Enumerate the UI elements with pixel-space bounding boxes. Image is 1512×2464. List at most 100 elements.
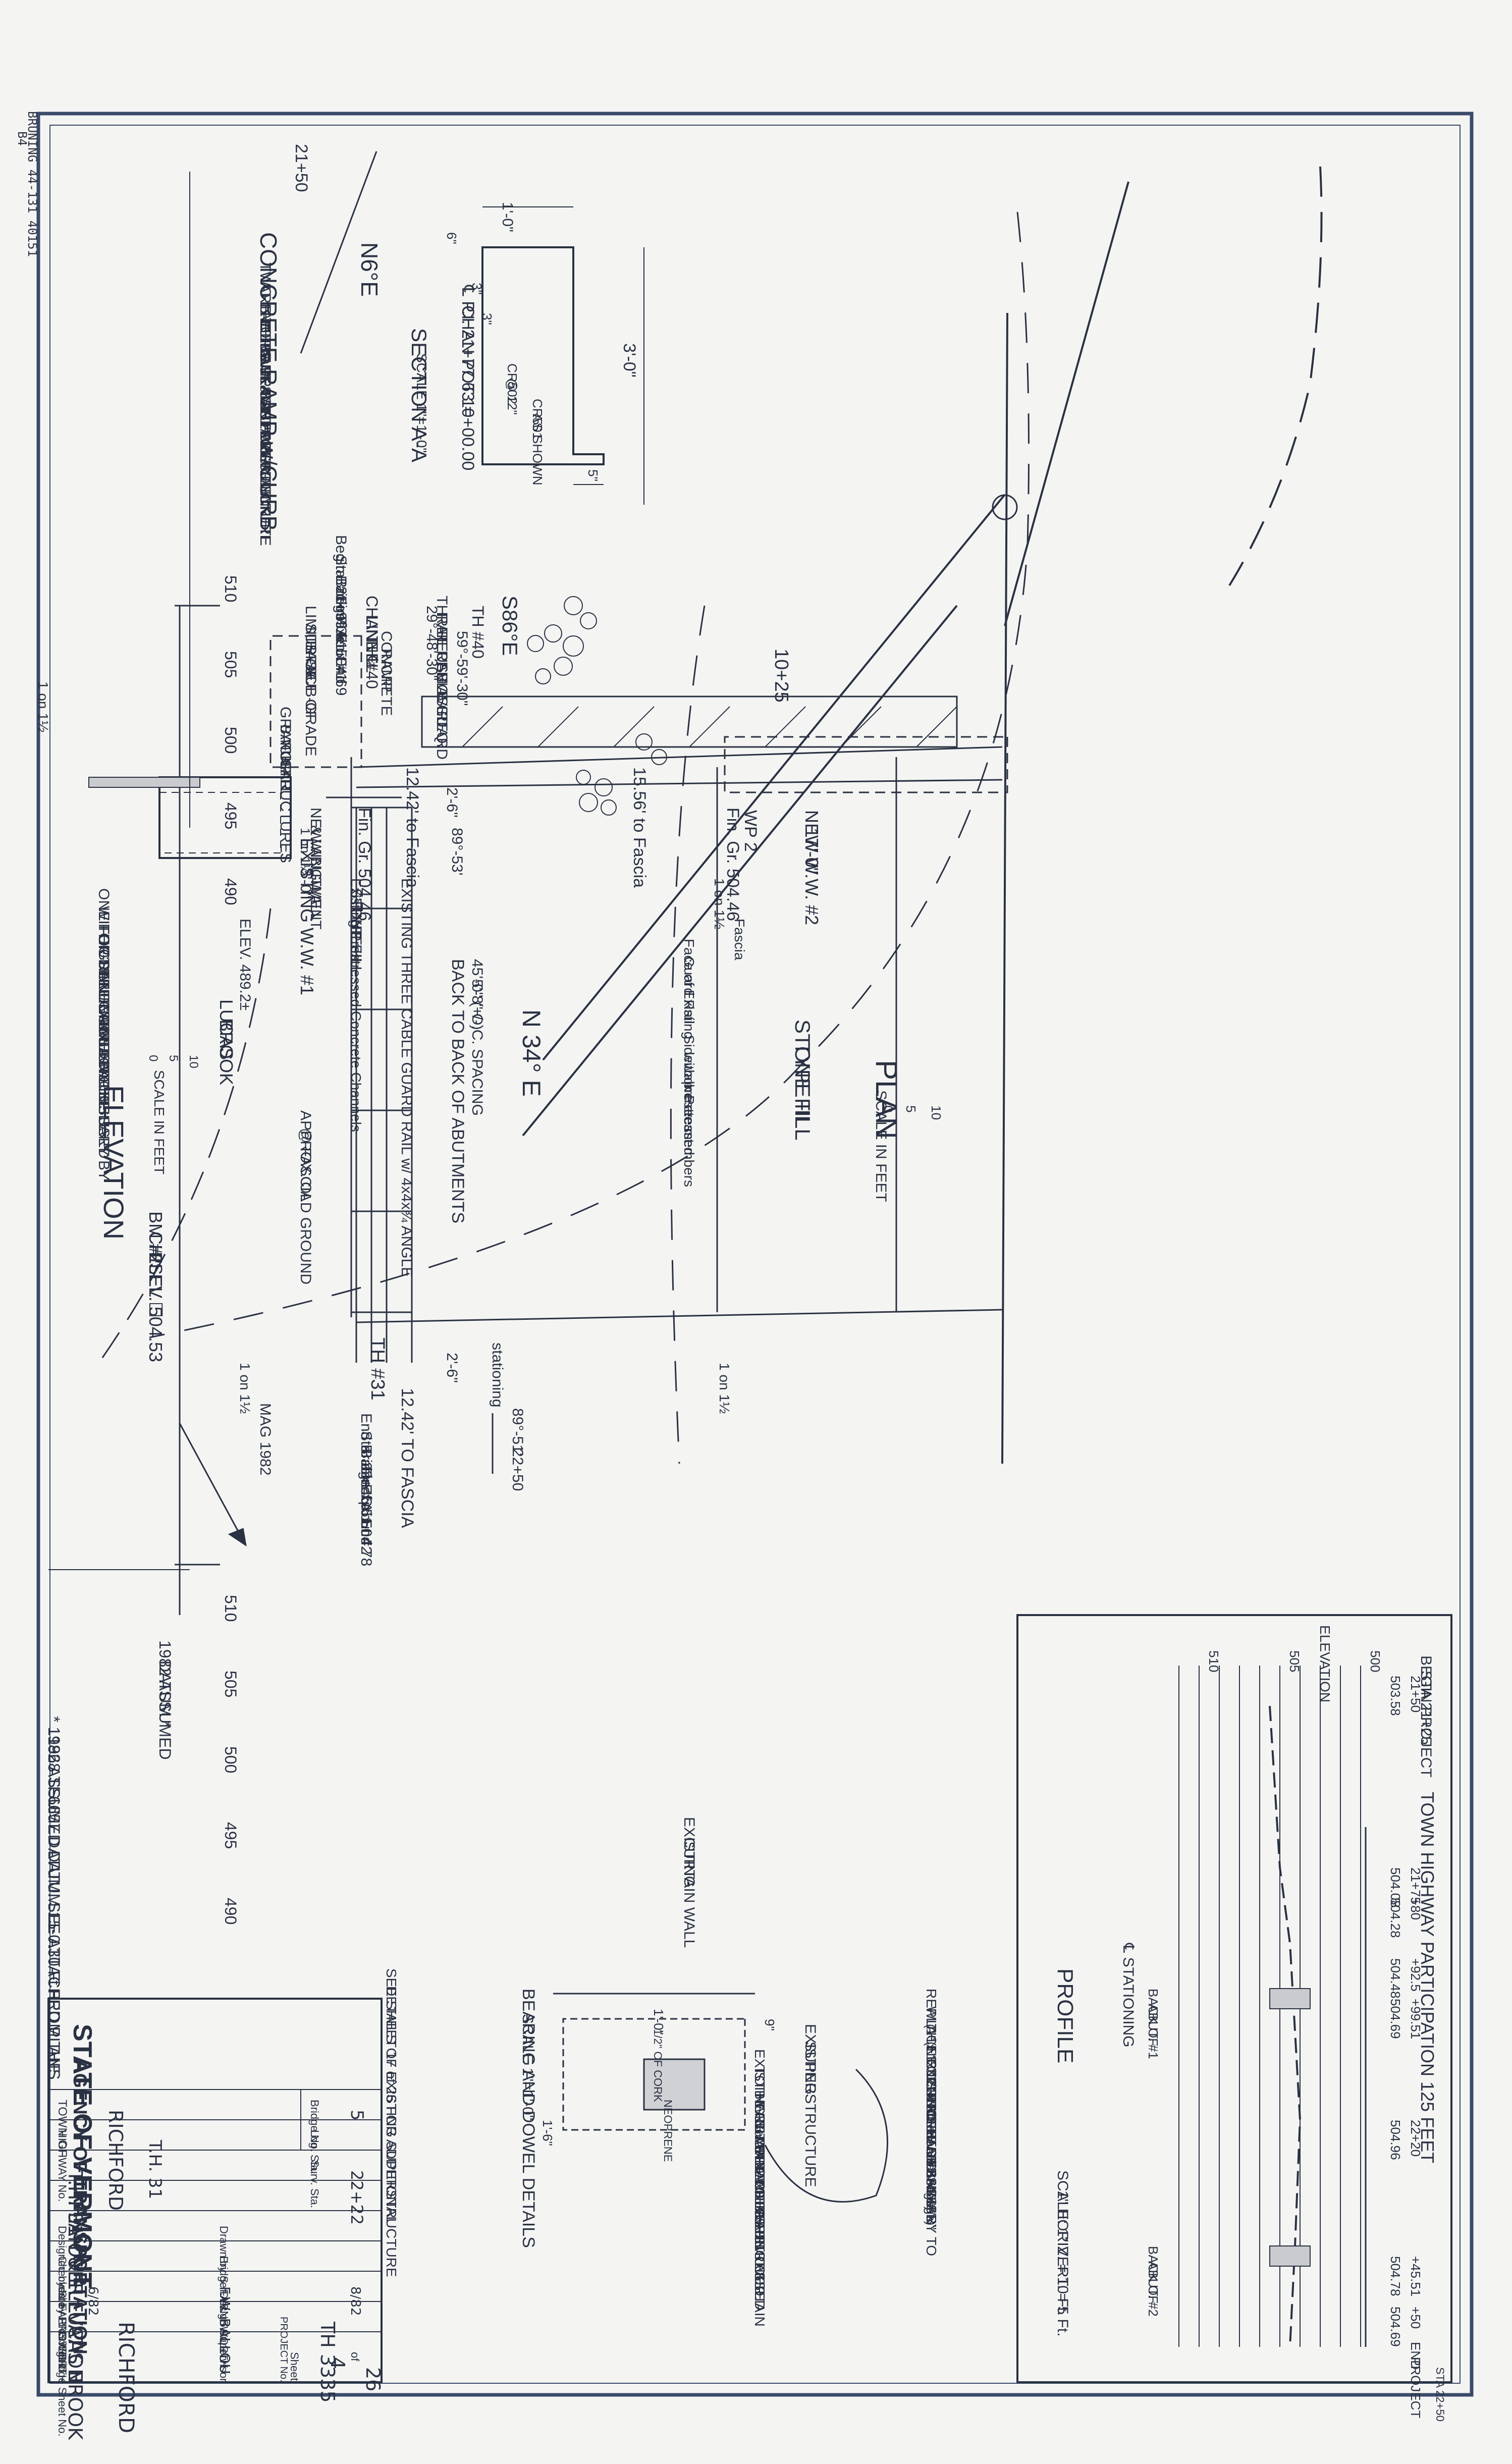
title-block (47, 1998, 383, 2383)
plan-existing-ww1: EXISTING W.W. #1 (297, 838, 317, 995)
profile-elev-7: 504.69 (1388, 2307, 1403, 2347)
tb-highway: T.H. 31 (145, 2139, 165, 2199)
ramp-section-title: SECTION A-A (407, 328, 431, 462)
tb-designed: Designed by S. FARNSWORTH (56, 2226, 69, 2383)
profile-scale-2: 1" HORIZ. = 10 Ft. (1054, 2190, 1071, 2316)
plan-begin-bridge-5: Fixed End (333, 616, 349, 684)
elev-scale-tick-0: 0 (146, 1055, 160, 1061)
tb-state: STATE OF VERMONT (68, 2024, 97, 2288)
ramp-title: CONCRETE RAMP w/CURB (255, 232, 282, 531)
bearing-dowel-3: THERE ARE 2 BETWEEN THE (752, 2084, 768, 2282)
elev-scale: SCALE IN FEET (151, 1070, 167, 1174)
profile-sta-3: +92.5 (1408, 1958, 1423, 1992)
elev-axis-left-510: 510 (222, 575, 240, 602)
elev-dim-26-right: 2'-6" (444, 1353, 460, 1383)
profile-sta-5: 22+20 (1408, 2120, 1423, 2157)
elev-axis-right-490: 490 (222, 1898, 240, 1924)
sheet-corner-mark: B4 (15, 131, 29, 146)
bearing-curtain-wall-1: EXISTING (681, 1817, 697, 1888)
plan-stone-fill-1: STONE FILL (791, 1020, 815, 1141)
elev-granular-4: STRUCTURES (277, 760, 294, 863)
bearing-dowel-6: WALL TO BE REMOVED. (752, 2137, 768, 2300)
tb-checked: Checked by E. Bridgett (56, 2256, 69, 2370)
elev-three-cable-3: REUSE AS REQ. (434, 631, 450, 748)
plan-angle-1: 29°-48'-30" (423, 606, 440, 680)
profile-sta-0: 21+50 (1408, 1676, 1423, 1712)
plan-stationing: stationing (489, 1343, 506, 1407)
profile-begin-project-2: STA 21+25 (1418, 1671, 1434, 1745)
elev-datum-1: 1982 ASSUMED (156, 1640, 174, 1760)
bearing-dowel-1: EXISTING No. 6 DOWELS ARE (752, 2049, 768, 2250)
elev-spacing: 5'-8" O.C. SPACING (469, 979, 485, 1116)
elev-approx-ground-2: @ FASCIA (297, 1128, 314, 1202)
elev-stone-fill-1: STONE FILL (348, 888, 364, 975)
elev-dim-30: 3'-0" (297, 868, 314, 898)
elev-limits-3: BASE (302, 641, 319, 681)
profile-back-abut-1-b: ABUT. #1 (1146, 2004, 1161, 2059)
elev-back-to-back: BACK TO BACK OF ABUTMENTS (448, 959, 467, 1223)
tb-sheet: 4 (327, 2357, 349, 2369)
ramp-note-4: BEFORE CASTING CONCRETE (257, 323, 274, 546)
bearing-replace-4: (1" x 12" x 6" Exterior Bearings) (924, 2042, 939, 2225)
tb-survey-label: Surv. Sta. (308, 2160, 321, 2208)
plan-th40: TH #40 (469, 606, 487, 659)
ramp-section-scale: SCALE 1"=1'-0" (414, 353, 429, 453)
plan-channel-line-2: LINE ℄ (363, 616, 381, 667)
plan-end-bridge-1: End Bridge (358, 1413, 374, 1488)
plan-fin-gr-50446: Fin. Gr. 504.46 (723, 808, 742, 921)
tb-sheet-label: Sheet (288, 2352, 301, 2381)
elev-one-foot-1: ONE FOOT UNDERCUT BACKFILL (95, 888, 112, 1132)
bearing-replace-2: WITH NEOPRENE PADS (924, 2006, 939, 2167)
profile-town-highway: TOWN HIGHWAY PARTICIPATION 125 FEET (1417, 1792, 1438, 2163)
bearing-existing-super-2: SUPERSTRUCTURE (802, 2042, 819, 2187)
ramp-rebar-1: CR501 (530, 399, 545, 440)
tb-project-no: TH 3335 (316, 2321, 339, 2403)
ramp-dim-3a: 3" (469, 283, 484, 295)
bearing-see-sheet-2: DETAILS OF EXISTING SUPERSTRUCTURE (384, 1986, 399, 2277)
profile-elev-4: 504.69 (1388, 1999, 1403, 2039)
bearing-dim-9: 9" (762, 2019, 777, 2031)
elev-existing-guard-rail: EXISTING THREE CABLE GUARD RAIL w/ 4x4x¾… (398, 878, 415, 1277)
ramp-note-5: RAMP IN PLACE. (257, 343, 274, 464)
tb-desc-2: PLAN & ELEVATION (64, 2201, 86, 2383)
bearing-existing-super-1: EXISTING (802, 2024, 819, 2095)
plan-sidewalk-1: Sidewalk Precast (681, 1035, 697, 1143)
plan-dim-1242-bottom: 12.42' TO FASCIA (398, 1388, 417, 1528)
tb-project-no-label: PROJECT No. (278, 2317, 289, 2382)
plan-slope-2: 1 on 1½ (237, 1363, 253, 1414)
elev-slope-1on1: 1 on 1½ (298, 828, 313, 875)
bearing-dowel-4: WEB OF EACH PRESTRESSED (752, 2102, 768, 2310)
tb-date-label: date (56, 2286, 69, 2308)
bearing-dowel-5: CHANNEL. EXISTING CURTAIN (752, 2120, 768, 2327)
elev-axis-left-505: 505 (222, 651, 240, 678)
plan-lucas-brook-1: LUCAS (216, 999, 237, 1060)
elev-489: ELEV. 489.2± (237, 919, 253, 1010)
elev-axis-right-495: 495 (222, 1822, 240, 1849)
plan-end-bridge-5: Exp. End (358, 1484, 374, 1545)
plan-lucas-brook-2: BROOK (216, 1020, 237, 1085)
profile-elevation-label: ELEVATION (1317, 1625, 1333, 1702)
bearing-dim-10: 1'-0" (651, 2009, 666, 2035)
elev-one-foot-4: IF DETERMINED NECESSARY BY (95, 941, 112, 1181)
elev-prestressed: Existing Prestressed Concrete Channels (348, 878, 364, 1132)
profile-elev-tick-505: 505 (1287, 1650, 1302, 1672)
profile-back-abut-2-a: BACK OF (1146, 2246, 1161, 2304)
plan-slope-3: 1 on 1½ (717, 1363, 732, 1414)
plan-slope-1: 1 on 1½ (712, 878, 727, 929)
plan-begin-bridge-1: Begin Bridge (333, 535, 349, 622)
elev-subgrade: SUB-GRADE (302, 666, 319, 756)
tb-of: 26 (362, 2367, 384, 2391)
bearing-title: BEARING AND DOWEL DETAILS (519, 1989, 538, 2248)
elev-concrete-ramp-1: CONCRETE (378, 631, 395, 716)
plan-face-guard-rail-2: Guard Rail (681, 956, 697, 1024)
ramp-dim-top: 1'-0" (499, 202, 516, 232)
tb-survey: 22+22 (347, 2170, 366, 2225)
plan-n34e: N 34° E (517, 1009, 546, 1097)
plan-station-2150: 21+50 (292, 144, 311, 192)
profile-elev-tick-500: 500 (1368, 1650, 1383, 1672)
profile-end-project-1: END (1408, 2342, 1423, 2370)
profile-elev-6: 504.78 (1388, 2256, 1403, 2296)
tb-bridge-no-label: Bridge No. (308, 2100, 321, 2152)
profile-elev-3: 504.48 (1388, 1958, 1403, 1999)
